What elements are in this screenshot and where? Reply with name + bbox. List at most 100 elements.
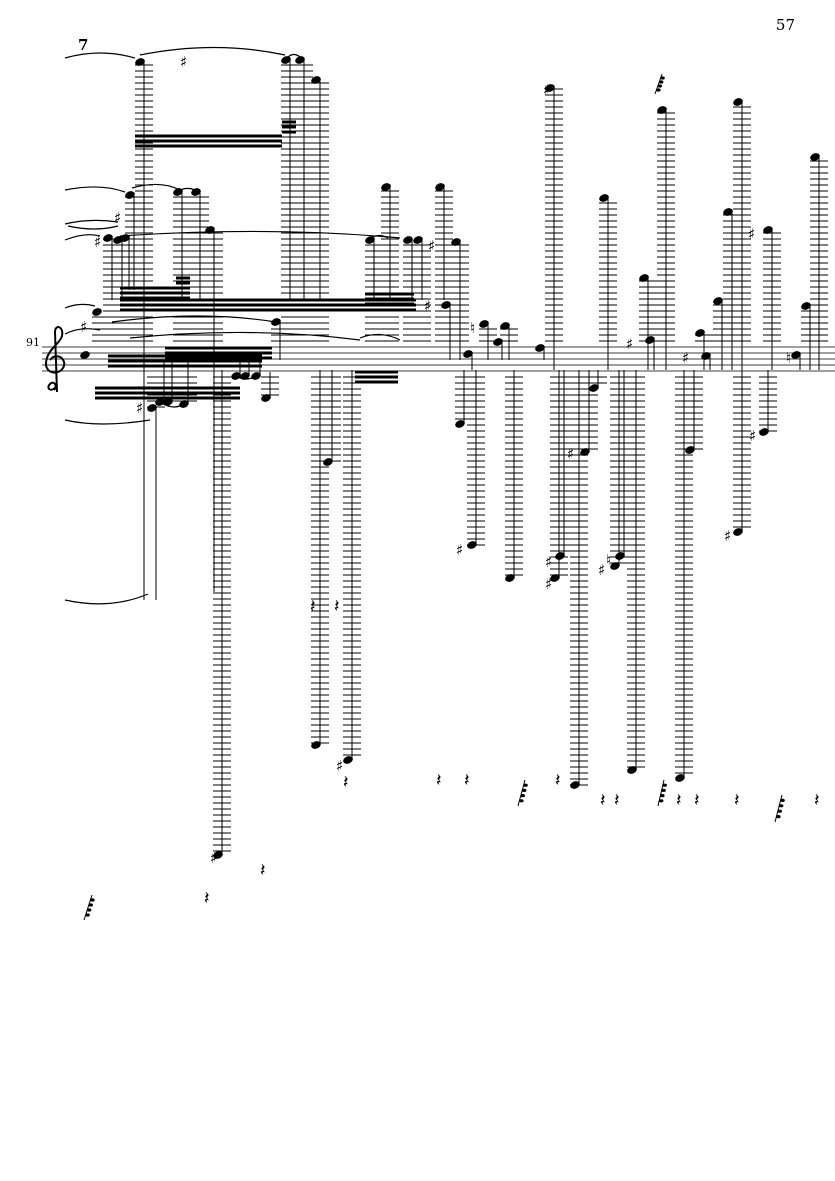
slur	[139, 46, 286, 56]
quarter-rest: 𝄽	[600, 790, 606, 811]
note-head	[163, 398, 173, 406]
quarter-rest: 𝄽	[676, 790, 682, 811]
note-head	[801, 302, 811, 310]
note-head	[505, 574, 515, 582]
grace-note-stroke	[654, 73, 663, 95]
note-head	[713, 297, 723, 305]
sharp-accidental: ♯	[598, 561, 605, 579]
note-head	[500, 322, 510, 330]
sharp-accidental: ♯	[626, 335, 633, 353]
slur	[64, 328, 101, 335]
note-head	[550, 574, 560, 582]
note-head	[147, 404, 157, 412]
note-head	[179, 400, 189, 408]
note-head	[701, 352, 711, 360]
sharp-accidental: ♯	[724, 527, 731, 545]
note-head	[685, 446, 695, 454]
note-head	[295, 56, 305, 64]
grace-note-stroke	[517, 779, 526, 807]
grace-note-head	[660, 794, 665, 798]
note-head	[455, 420, 465, 428]
measure-number: 91	[26, 336, 40, 349]
note-head	[627, 766, 637, 774]
grace-note-head	[523, 783, 528, 787]
note-head	[645, 336, 655, 344]
slur	[64, 52, 136, 59]
note-head	[103, 234, 113, 242]
page-number: 57	[775, 16, 795, 34]
sharp-accidental: ♯	[456, 541, 463, 559]
quarter-rest: 𝄽	[464, 770, 470, 791]
sharp-accidental: ♯	[545, 575, 552, 593]
grace-note-head	[656, 88, 661, 92]
grace-note-head	[777, 809, 782, 813]
note-head	[135, 58, 145, 66]
note-head	[343, 756, 353, 764]
note-head	[589, 384, 599, 392]
slur	[111, 315, 277, 323]
note-head	[695, 329, 705, 337]
sharp-accidental: ♯	[682, 349, 689, 367]
quarter-rest: 𝄽	[343, 772, 349, 793]
note-head	[155, 398, 165, 406]
note-head	[120, 234, 130, 242]
note-head	[205, 226, 215, 234]
note-head	[173, 188, 183, 196]
slur	[67, 225, 119, 230]
rests: 𝄽𝄽𝄽𝄽𝄽𝄽𝄽𝄽𝄽𝄽𝄽𝄽𝄽𝄽	[83, 73, 820, 921]
note-head	[479, 320, 489, 328]
grace-note-head	[657, 84, 662, 88]
note-head	[657, 106, 667, 114]
slur	[64, 219, 119, 225]
sharp-accidental: ♯	[180, 53, 187, 71]
note-head	[451, 238, 461, 246]
note-head	[639, 274, 649, 282]
note-head	[403, 236, 413, 244]
note-head	[213, 851, 223, 859]
note-head	[311, 76, 321, 84]
note-head	[535, 344, 545, 352]
quarter-rest: 𝄽	[436, 770, 442, 791]
quarter-rest: 𝄽	[260, 860, 266, 881]
grace-note-head	[776, 815, 781, 819]
note-head	[240, 372, 250, 380]
note-head	[413, 236, 423, 244]
slur	[119, 230, 401, 239]
slur	[359, 333, 401, 341]
quarter-rest: 𝄽	[614, 790, 620, 811]
grace-note-head	[522, 788, 527, 793]
sharp-accidental: ♯	[748, 225, 755, 243]
sharp-accidental: ♯	[428, 237, 435, 255]
note-head	[599, 194, 609, 202]
note-head	[545, 84, 555, 92]
note-stems	[111, 60, 820, 855]
grace-note-head	[779, 804, 784, 808]
note-head	[570, 781, 580, 789]
grace-note-head	[659, 80, 664, 84]
slur	[129, 331, 361, 341]
grace-note-head	[659, 799, 664, 803]
sharp-accidental: ♯	[136, 399, 143, 417]
sharp-accidental: ♯	[749, 427, 756, 445]
note-head	[281, 56, 291, 64]
note-head	[493, 338, 503, 346]
quarter-rest: 𝄽	[204, 888, 210, 909]
note-head	[733, 98, 743, 106]
slur	[64, 186, 126, 193]
grace-note-head	[662, 783, 667, 787]
note-head	[125, 191, 135, 199]
note-head	[615, 552, 625, 560]
sharp-accidental: ♯	[545, 553, 552, 571]
grace-note-head	[519, 799, 524, 803]
slur	[64, 419, 151, 425]
quarter-rest: 𝄽	[334, 596, 340, 617]
note-head	[675, 774, 685, 782]
quarter-rest: 𝄽	[310, 596, 316, 617]
note-head	[723, 208, 733, 216]
note-head	[441, 301, 451, 309]
note-head	[261, 394, 271, 402]
note-head	[555, 552, 565, 560]
note-head	[763, 226, 773, 234]
slur	[64, 234, 101, 241]
grace-note-head	[660, 76, 665, 80]
